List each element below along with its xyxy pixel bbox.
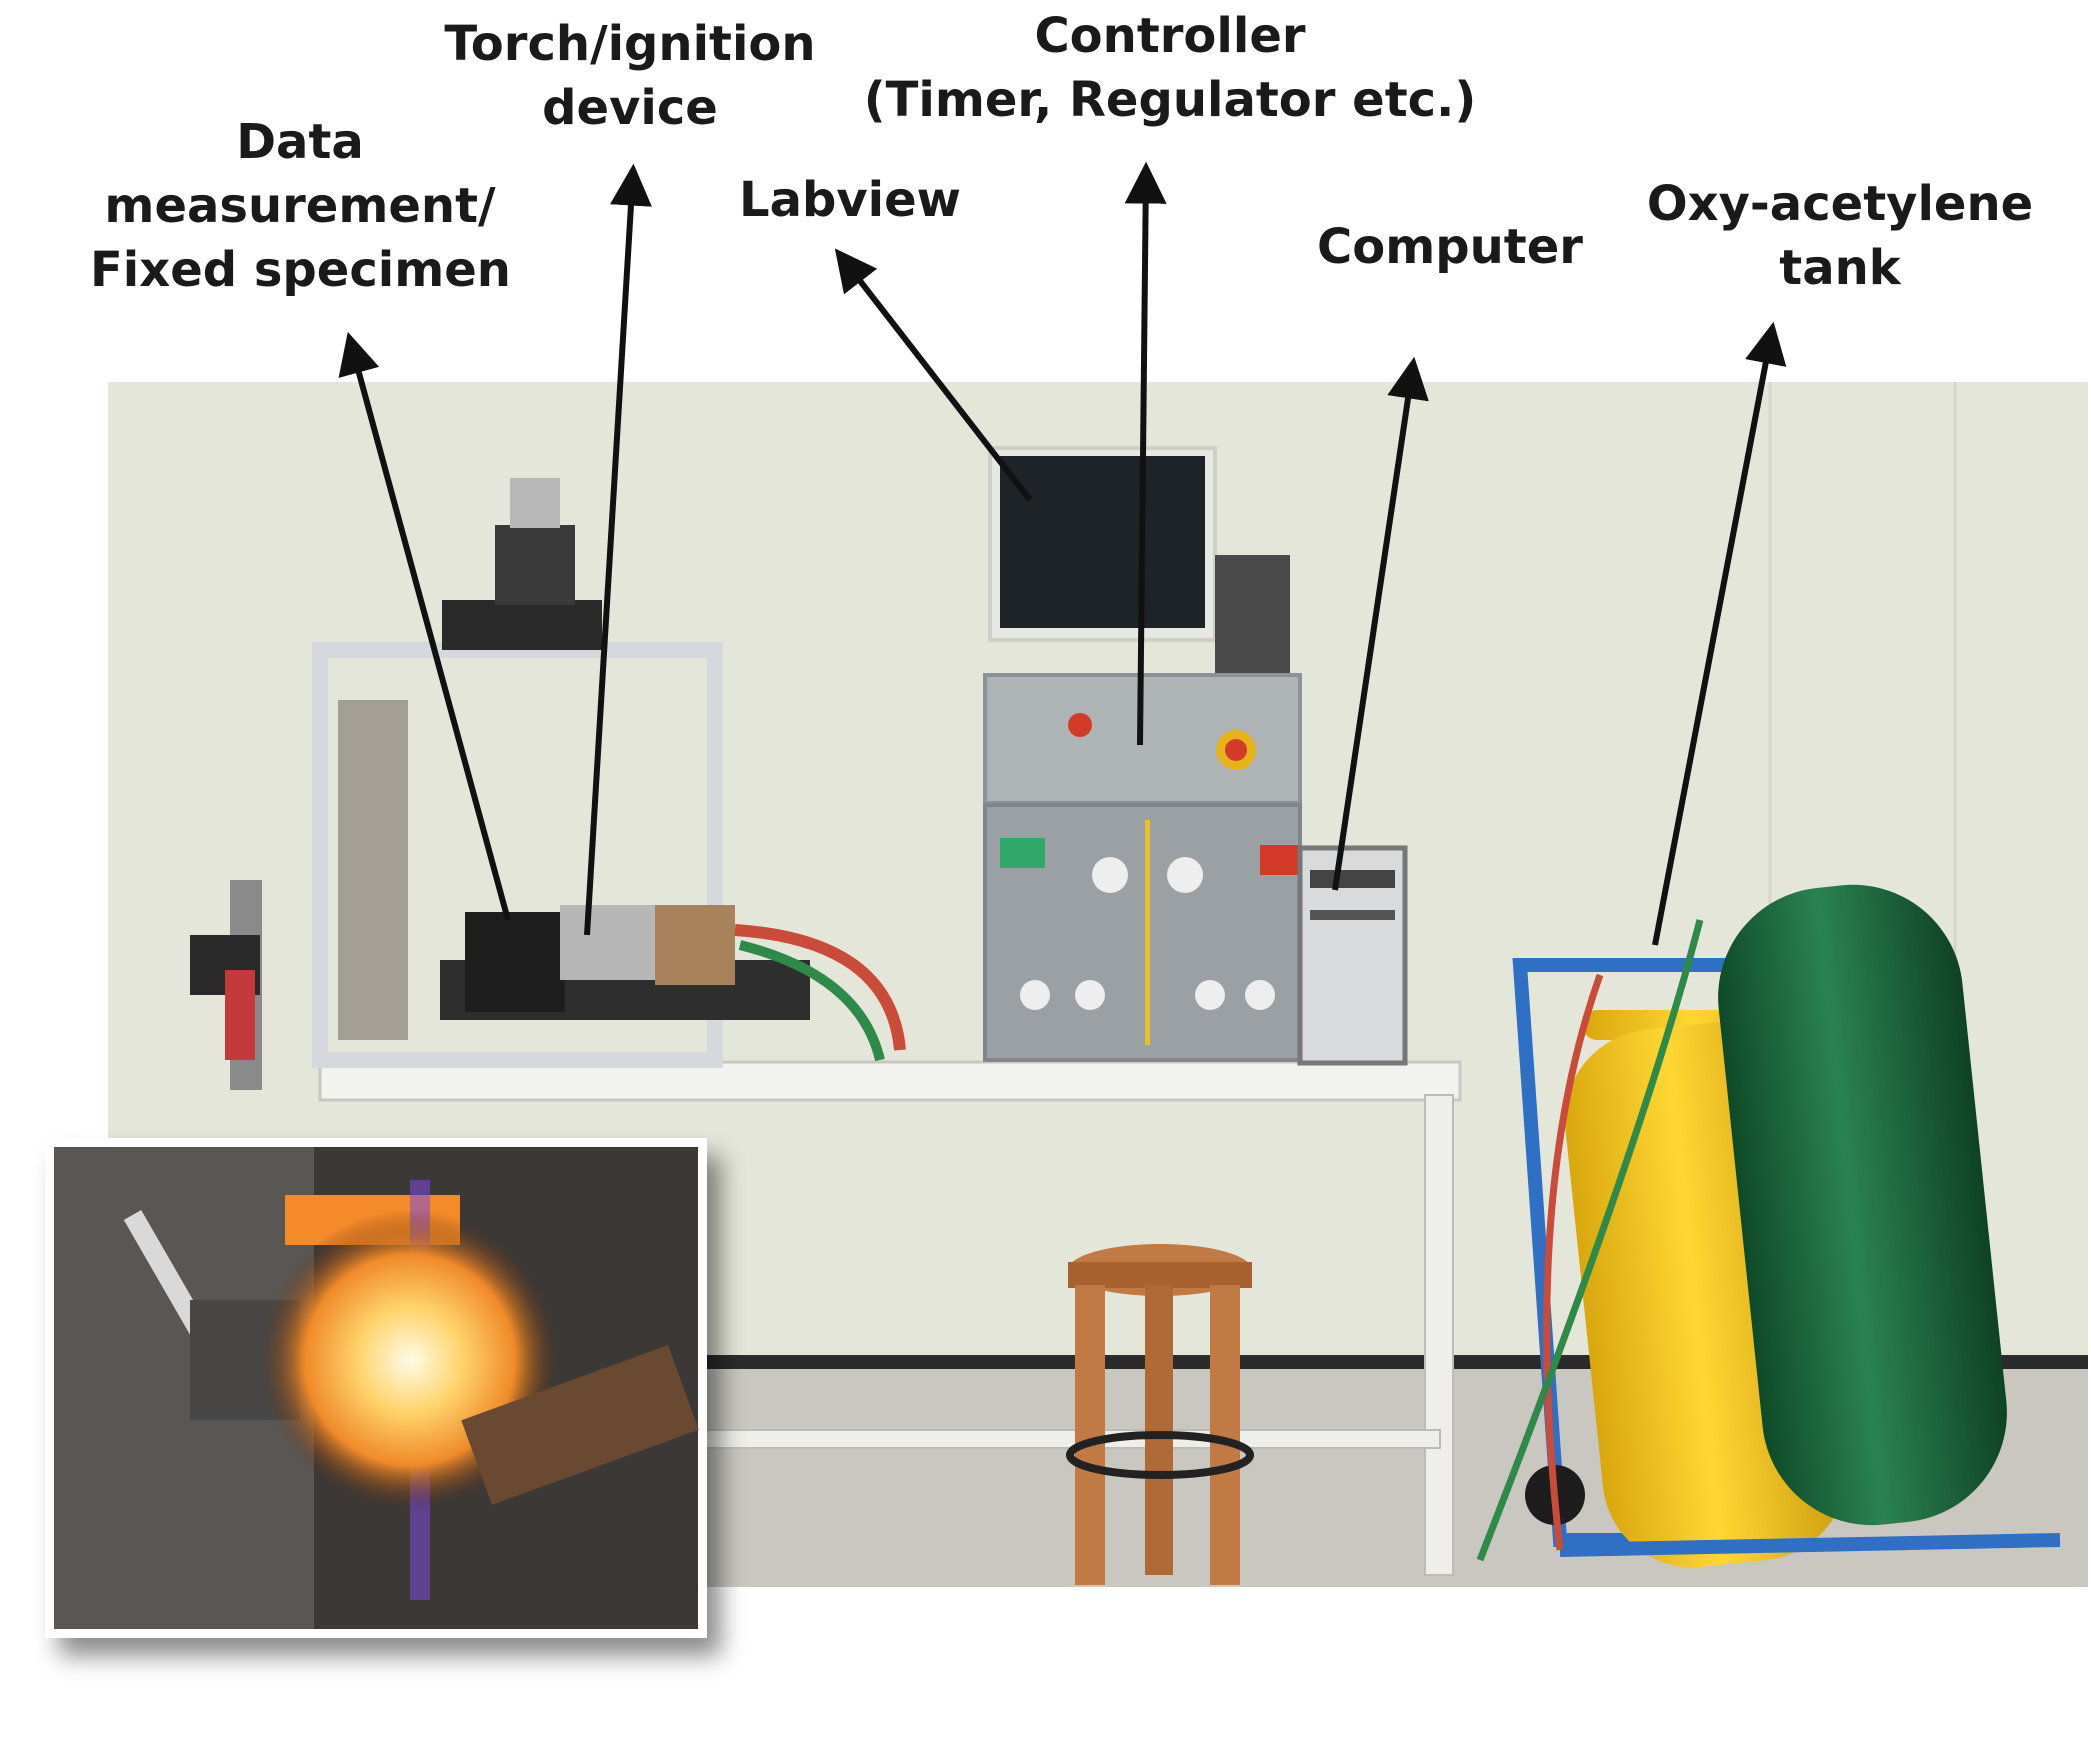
inset-flame-photo xyxy=(45,1138,707,1638)
label-oxy-acetylene-tank: Oxy-acetylene tank xyxy=(1646,176,2034,296)
label-data-measurement: Data measurement/ Fixed specimen xyxy=(90,114,511,298)
gas-cylinders xyxy=(1476,884,2061,1568)
controller-cabinet xyxy=(983,446,1302,1062)
label-labview: Labview xyxy=(739,172,961,228)
wooden-stool xyxy=(1066,1244,1254,1585)
computer-tower xyxy=(1297,845,1408,1066)
label-computer: Computer xyxy=(1317,219,1583,275)
label-controller: Controller (Timer, Regulator etc.) xyxy=(863,8,1477,128)
label-torch-ignition: Torch/ignition device xyxy=(444,16,816,136)
lab-table xyxy=(318,1060,1462,1576)
